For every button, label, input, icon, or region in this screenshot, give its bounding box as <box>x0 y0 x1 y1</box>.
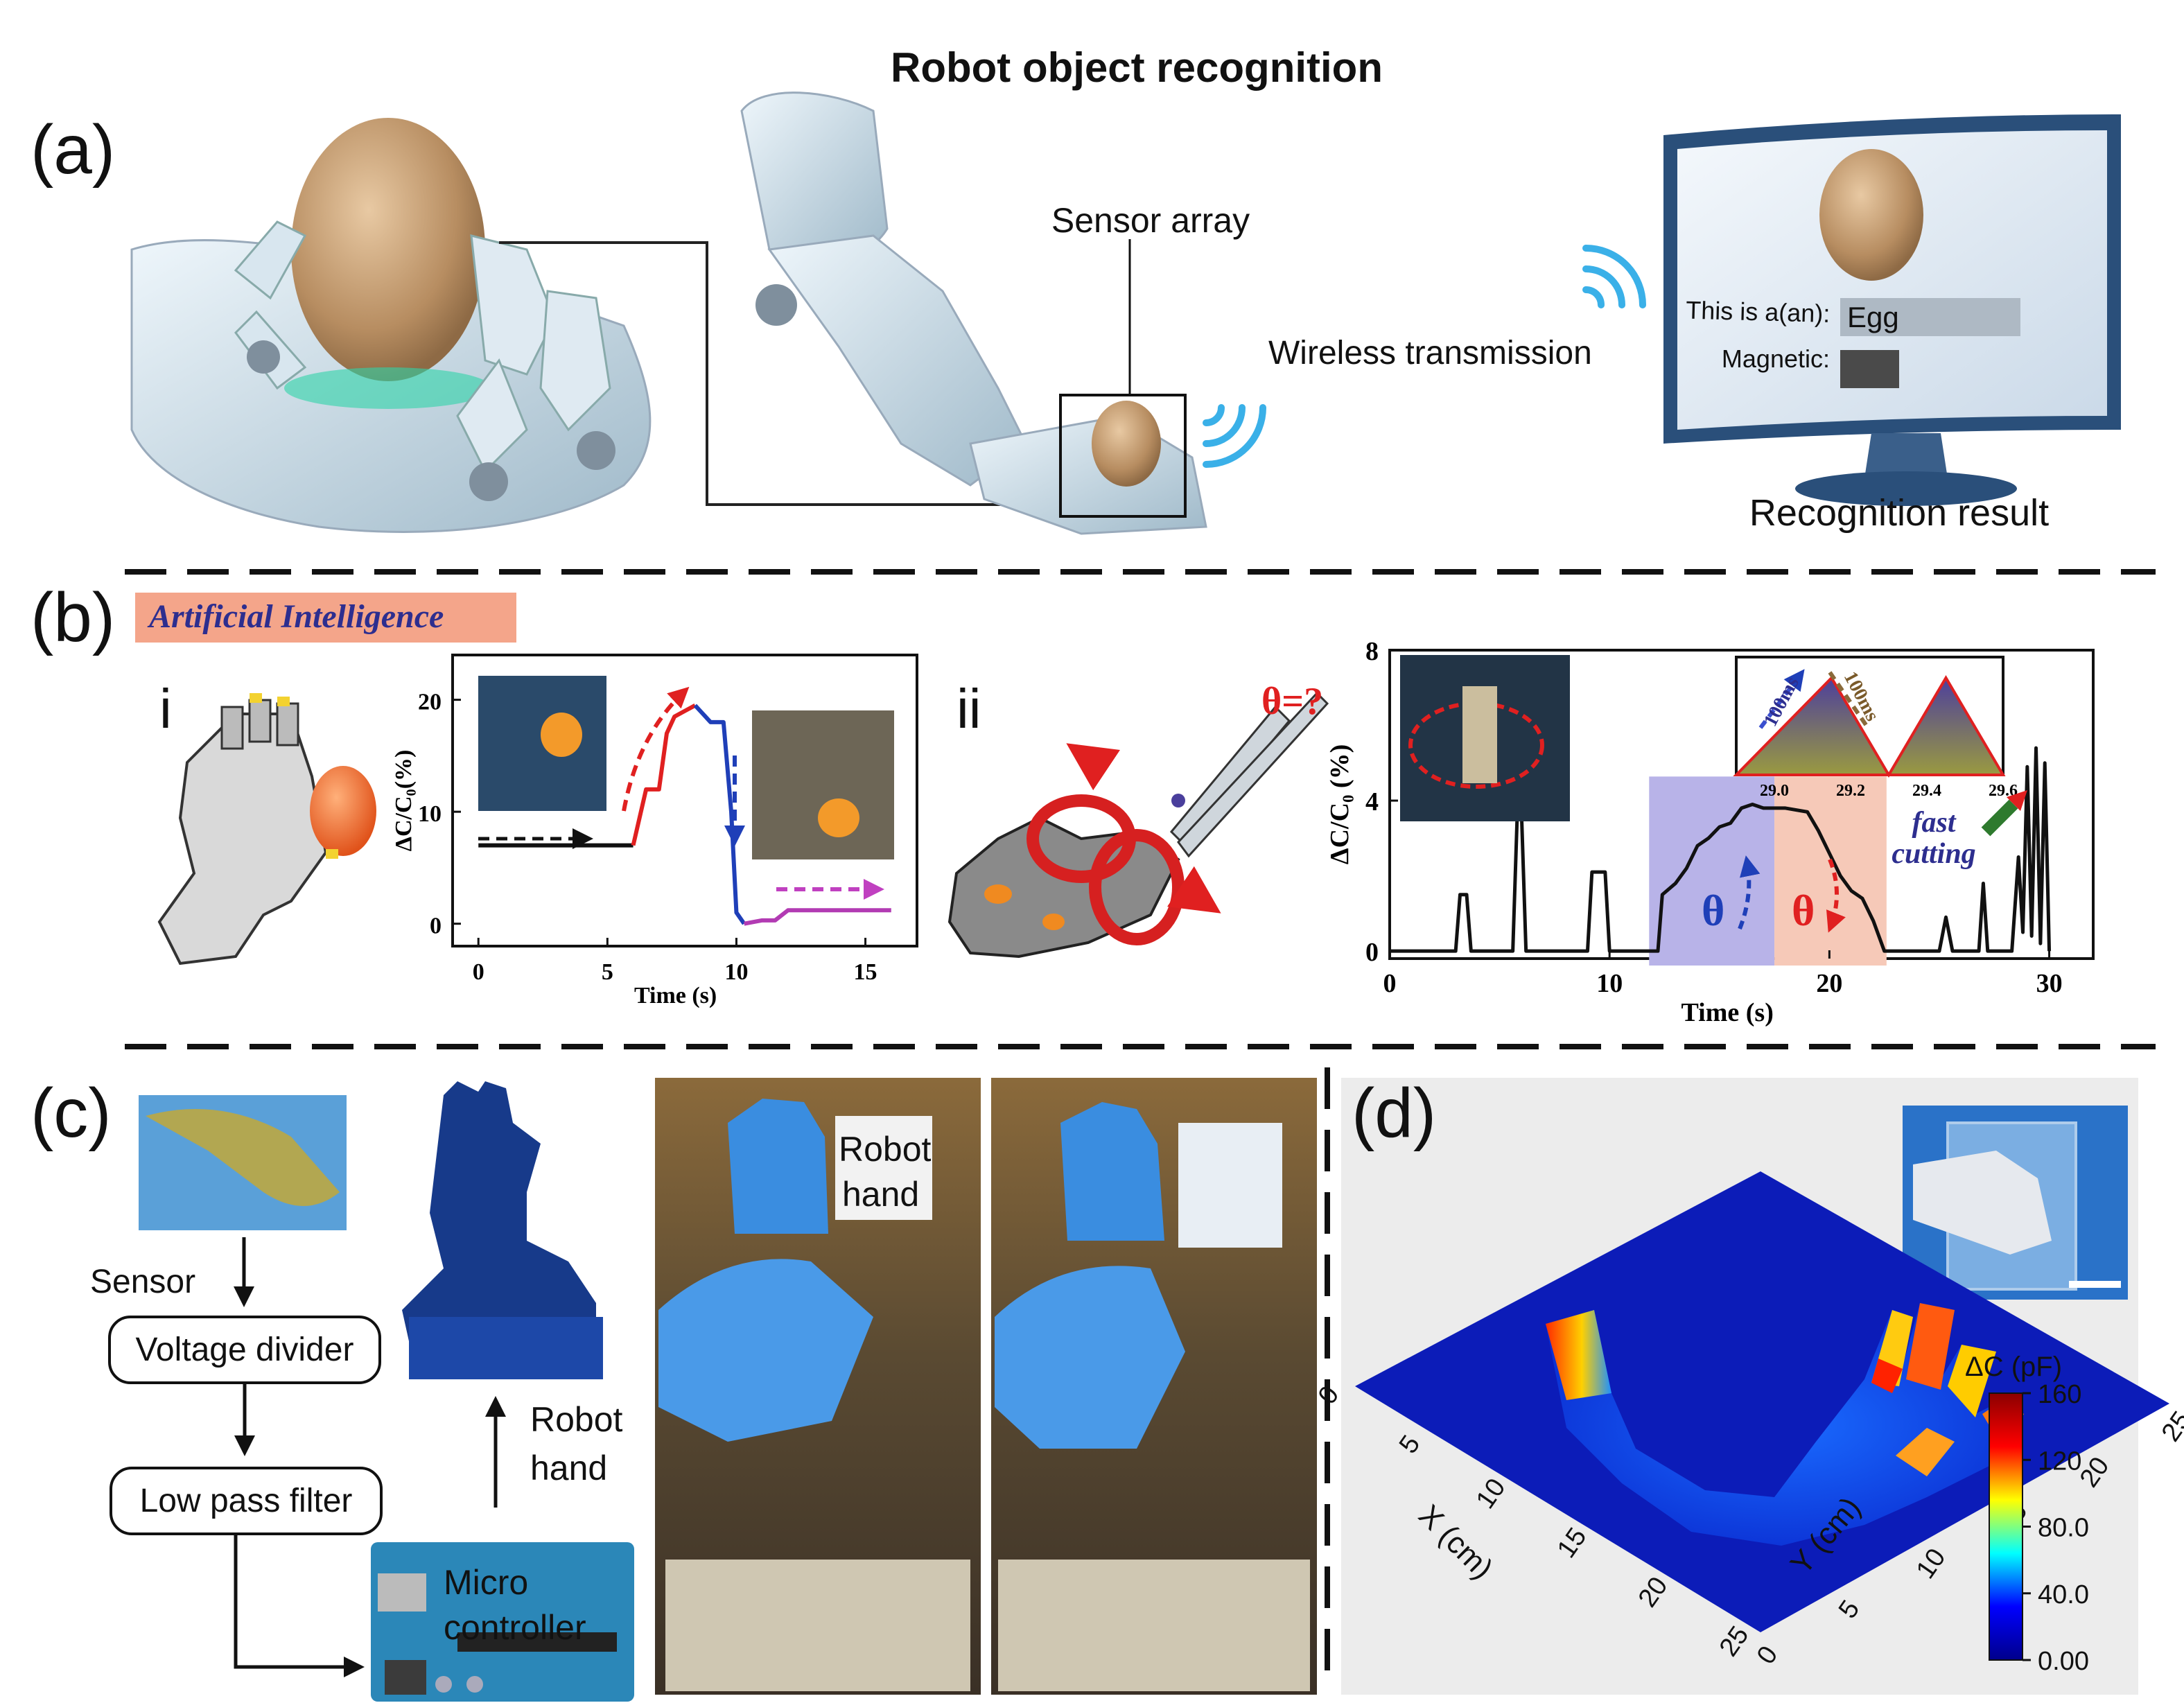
y-tick-label: 4 <box>1365 787 1379 816</box>
y-tick-label: 20 <box>418 690 442 715</box>
series-line-0 <box>1390 746 2052 953</box>
screen-magnetic-box <box>1840 350 1899 388</box>
theta-red: θ <box>1792 886 1815 935</box>
figure-title: Robot object recognition <box>891 44 1383 91</box>
beaker-photo <box>1903 1106 2128 1300</box>
panel-d: (d) 05101520250510152025X (cm)Y (cm) ΔC … <box>1313 1074 2184 1695</box>
colorbar-gradient <box>1989 1392 2023 1661</box>
fast-cutting-2: cutting <box>1892 838 1975 870</box>
series-line-3 <box>744 908 891 926</box>
scissors-hand-illustration: θ=? <box>947 680 1329 959</box>
ai-banner-text: Artificial Intelligence <box>147 598 444 635</box>
wireless-transmission-label: Wireless transmission <box>1268 335 1592 372</box>
wifi-icon <box>1203 404 1266 468</box>
robot-hand-label-1: Robot <box>530 1400 623 1439</box>
colorbar-tick-label: 120 <box>2038 1447 2081 1476</box>
series-line-1 <box>631 704 697 846</box>
screen-label-identity: This is a(an): <box>1686 296 1831 328</box>
screen-label-magnetic: Magnetic: <box>1722 344 1830 373</box>
egg-large <box>291 118 485 381</box>
y-tick-label: 0 <box>430 914 442 939</box>
ai-banner <box>135 593 516 643</box>
zoom-connector <box>499 241 1060 506</box>
sensor-label: Sensor <box>90 1264 195 1300</box>
y-tick-label: 25 <box>2156 1406 2184 1447</box>
photo-robot-hand-1: Robot <box>839 1130 932 1169</box>
subpanel-ii-label: ii <box>956 678 981 740</box>
heatmap-plane <box>1355 1171 2169 1632</box>
sensor-array-label: Sensor array <box>1051 201 1250 240</box>
screen-value-box <box>1840 298 2020 336</box>
low-pass-filter-label: Low pass filter <box>140 1483 353 1519</box>
orange-egg <box>310 766 376 856</box>
y-tick-label: 10 <box>418 801 442 827</box>
y-tick-label: 8 <box>1365 637 1379 666</box>
heatmap-surface <box>1355 1171 2169 1632</box>
highlight-band-1 <box>1774 776 1887 966</box>
microcontroller-board: Micro controller <box>371 1542 634 1702</box>
inset-x-tick-label: 29.2 <box>1836 782 1865 800</box>
voltage-divider-label: Voltage divider <box>136 1331 354 1368</box>
microcontroller-label-1: Micro <box>444 1563 528 1602</box>
robot-hand-egg-illustration <box>157 693 376 966</box>
x-tick-label: 30 <box>2036 969 2063 998</box>
panel-c-label: (c) <box>30 1074 112 1152</box>
photo-robot-hand-2: hand <box>842 1175 919 1214</box>
x-tick-label: 5 <box>602 959 613 985</box>
panel-d-label: (d) <box>1352 1074 1436 1152</box>
inset-x-tick-label: 29.0 <box>1760 782 1789 800</box>
x-tick-label: 0 <box>1383 969 1397 998</box>
egg-on-screen <box>1819 149 1923 281</box>
monitor: This is a(an): Egg Magnetic: <box>1663 114 2121 506</box>
y-tick-label: 0 <box>1365 938 1379 967</box>
panel-b-label: (b) <box>30 579 115 656</box>
recognition-result-label: Recognition result <box>1749 492 2049 534</box>
demo-photo-1: Robot hand <box>655 1078 981 1695</box>
x-tick-label: 10 <box>1596 969 1623 998</box>
panel-a: (a) Sensor array <box>30 91 2121 535</box>
wifi-icon-monitor <box>1582 245 1646 308</box>
screen-value-identity: Egg <box>1847 301 1899 333</box>
fast-cutting-1: fast <box>1912 807 1957 839</box>
y-axis-label: ΔC/C₀ (%) <box>1325 744 1354 864</box>
inset-x-tick-label: 29.4 <box>1912 782 1941 800</box>
x-axis-label: Time (s) <box>1681 998 1774 1027</box>
theta-blue: θ <box>1702 886 1724 935</box>
low-pass-filter-box <box>110 1467 383 1535</box>
x-tick-label: 20 <box>1816 969 1842 998</box>
series-line-2 <box>693 704 746 925</box>
x-tick-label: 15 <box>854 959 877 985</box>
colorbar: ΔC (pF) 0.00 40.0 80.0 120 160 <box>1965 1352 2089 1676</box>
x-tick-label: 10 <box>724 959 748 985</box>
colorbar-tick-label: 40.0 <box>2038 1580 2089 1609</box>
colorbar-tick-label: 80.0 <box>2038 1514 2089 1543</box>
colorbar-title: ΔC (pF) <box>1965 1352 2062 1382</box>
demo-photo-2 <box>991 1078 1317 1695</box>
chart-b-i-frame <box>451 654 918 947</box>
x-axis-label: Time (s) <box>634 983 717 1008</box>
theta-question: θ=? <box>1261 680 1323 723</box>
inset-peaks <box>1733 675 2006 778</box>
microcontroller-label-2: controller <box>444 1608 586 1647</box>
panel-c: (c) Sensor Voltage divider Low pass filt… <box>30 1074 1317 1702</box>
colorbar-tick-label: 160 <box>2038 1380 2081 1409</box>
sensor-array-box <box>1059 394 1187 518</box>
robot-hand-label-2: hand <box>530 1449 607 1487</box>
colorbar-tick-label: 0.00 <box>2038 1647 2089 1676</box>
y-axis-label: ΔC/C₀(%) <box>391 750 417 852</box>
panel-a-label: (a) <box>30 111 115 189</box>
chart-b-i-inset-photo-2 <box>752 710 894 859</box>
subpanel-i-label: i <box>159 678 172 740</box>
robot-hand-photo <box>402 1081 603 1379</box>
robot-hand-illustration-large <box>130 118 652 533</box>
egg-small <box>1092 401 1161 487</box>
x-tick-label: 0 <box>473 959 484 985</box>
